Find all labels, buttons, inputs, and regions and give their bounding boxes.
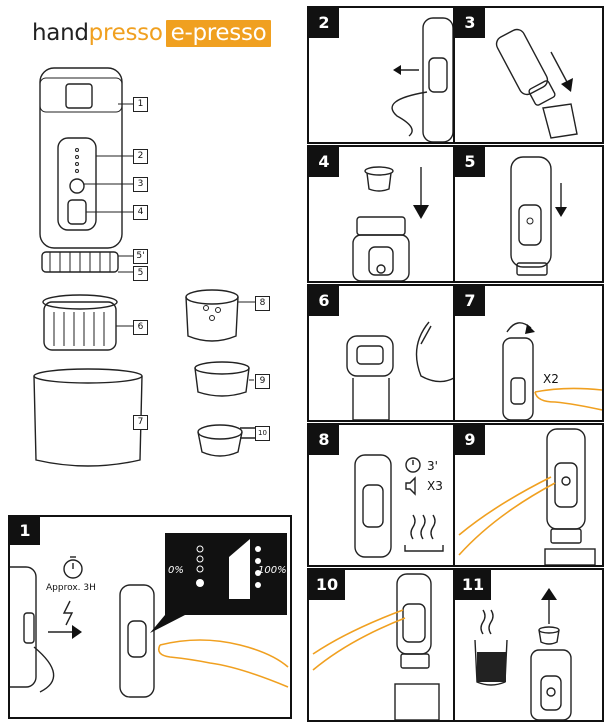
step-1-hundred: 100% — [258, 565, 287, 576]
callout-5: 5 — [133, 266, 148, 281]
callout-10: 10 — [255, 426, 270, 441]
brand-part-3: e-presso — [165, 20, 272, 47]
step-5-illustration — [510, 156, 567, 276]
step-4-number: 4 — [309, 147, 339, 177]
step-6-panel: 6 — [307, 284, 456, 422]
callout-2: 2 — [133, 149, 148, 164]
step-1-zero: 0% — [168, 565, 184, 576]
step-8-illustration — [354, 454, 444, 558]
step-6-number: 6 — [309, 286, 339, 316]
step-4-panel: 4 — [307, 145, 456, 283]
callout-1: 1 — [133, 97, 148, 112]
step-9-illustration — [458, 428, 596, 565]
step-11-number: 11 — [455, 570, 491, 600]
step-3-number: 3 — [455, 8, 485, 38]
step-11-illustration — [474, 588, 572, 720]
callout-4: 4 — [133, 205, 148, 220]
step-1-illustration — [10, 533, 289, 698]
callout-3: 3 — [133, 177, 148, 192]
step-5-number: 5 — [455, 147, 485, 177]
device-exploded-illustration — [33, 67, 257, 467]
step-2-number: 2 — [309, 8, 339, 38]
step-1-number: 1 — [10, 517, 40, 545]
step-2-illustration — [391, 17, 454, 142]
step-7-illustration — [502, 322, 602, 420]
step-10-panel: 10 — [307, 568, 456, 722]
step-8-number: 8 — [309, 425, 339, 455]
step-7-times: X2 — [543, 372, 559, 386]
step-9-number: 9 — [455, 425, 485, 455]
step-7-number: 7 — [455, 286, 485, 316]
step-1-approx: Approx. 3H — [46, 583, 96, 593]
step-11-panel: 11 — [453, 568, 604, 722]
callout-8: 8 — [255, 296, 270, 311]
step-6-illustration — [346, 321, 454, 420]
step-8-minutes: 3' — [427, 459, 438, 473]
step-5-panel: 5 — [453, 145, 604, 283]
step-3-illustration — [495, 28, 578, 139]
step-1-panel: 1 Approx. 3H 0% 100% — [8, 515, 292, 719]
step-8-panel: 8 3' X3 — [307, 423, 456, 567]
brand-part-1: hand — [32, 20, 89, 46]
step-4-illustration — [352, 166, 429, 281]
step-8-beeps: X3 — [427, 479, 443, 493]
step-7-panel: 7 X2 — [453, 284, 604, 422]
brand-part-2: presso — [88, 20, 163, 46]
callout-7: 7 — [133, 415, 148, 430]
step-2-panel: 2 — [307, 6, 456, 144]
step-10-illustration — [312, 573, 440, 720]
callout-6: 6 — [133, 320, 148, 335]
step-3-panel: 3 — [453, 6, 604, 144]
step-9-panel: 9 — [453, 423, 604, 567]
step-10-number: 10 — [309, 570, 345, 600]
callout-9: 9 — [255, 374, 270, 389]
callout-5-prime: 5' — [133, 249, 148, 264]
